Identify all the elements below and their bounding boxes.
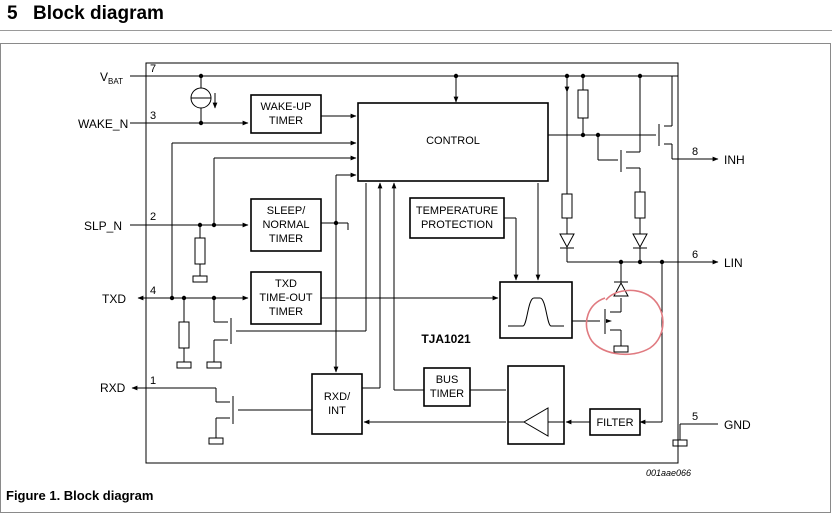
bus-timer-block: BUS TIMER bbox=[423, 367, 471, 407]
pin-gnd: GND 5 bbox=[692, 411, 751, 432]
svg-text:BUS: BUS bbox=[436, 374, 459, 386]
svg-text:8: 8 bbox=[692, 146, 698, 158]
svg-text:RXD: RXD bbox=[100, 381, 126, 395]
section-heading: 5 Block diagram bbox=[7, 3, 164, 25]
figure-frame bbox=[0, 43, 831, 513]
svg-text:5: 5 bbox=[692, 411, 698, 423]
svg-text:GND: GND bbox=[724, 418, 751, 432]
txd-timeout-timer-block: TXD TIME-OUT TIMER bbox=[250, 271, 322, 325]
slope-control-block bbox=[499, 281, 573, 339]
chip-outline bbox=[145, 62, 679, 464]
pin-inh: INH 8 bbox=[692, 146, 745, 167]
svg-text:6: 6 bbox=[692, 249, 698, 261]
svg-text:FILTER: FILTER bbox=[596, 417, 633, 429]
pin-wake-n: WAKE_N 3 bbox=[78, 110, 156, 131]
svg-text:INT: INT bbox=[328, 405, 346, 417]
lin-driver-diode bbox=[613, 281, 629, 297]
svg-text:4: 4 bbox=[150, 285, 156, 297]
heading-rule bbox=[0, 30, 832, 31]
svg-text:TIMER: TIMER bbox=[269, 115, 303, 127]
wake-up-timer-block: WAKE-UP TIMER bbox=[250, 94, 322, 134]
svg-text:TXD: TXD bbox=[102, 292, 126, 306]
txd-pullup-resistor bbox=[178, 321, 190, 349]
svg-text:TXD: TXD bbox=[275, 278, 297, 290]
svg-text:TIME-OUT: TIME-OUT bbox=[259, 292, 312, 304]
pin-txd: TXD 4 bbox=[102, 285, 156, 306]
section-title: Block diagram bbox=[33, 3, 164, 24]
svg-text:CONTROL: CONTROL bbox=[426, 135, 480, 147]
chip-name-label: TJA1021 bbox=[421, 332, 471, 346]
drawing-id: 001aae066 bbox=[646, 468, 691, 478]
control-block: CONTROL bbox=[357, 102, 549, 182]
svg-text:WAKE_N: WAKE_N bbox=[78, 117, 128, 131]
current-source-symbol bbox=[190, 87, 212, 109]
lin-slave-resistor bbox=[561, 193, 573, 219]
svg-text:3: 3 bbox=[150, 110, 156, 122]
slp-pulldown-resistor bbox=[194, 237, 206, 265]
lin-master-resistor bbox=[634, 191, 646, 219]
section-number: 5 bbox=[7, 3, 18, 24]
sleep-normal-timer-block: SLEEP/ NORMAL TIMER bbox=[250, 198, 322, 252]
svg-text:SLEEP/: SLEEP/ bbox=[267, 205, 306, 217]
svg-text:TIMER: TIMER bbox=[269, 233, 303, 245]
svg-text:NORMAL: NORMAL bbox=[262, 219, 309, 231]
pin-vbat: VBAT 7 bbox=[100, 63, 156, 86]
svg-text:1: 1 bbox=[150, 375, 156, 387]
svg-text:RXD/: RXD/ bbox=[324, 391, 351, 403]
pin-slp-n: SLP_N 2 bbox=[84, 211, 156, 233]
svg-text:INH: INH bbox=[724, 153, 745, 167]
svg-text:TEMPERATURE: TEMPERATURE bbox=[416, 205, 498, 217]
pin-vbat-label: VBAT bbox=[100, 70, 123, 86]
svg-text:2: 2 bbox=[150, 211, 156, 223]
svg-text:TIMER: TIMER bbox=[269, 306, 303, 318]
pin-vbat-number: 7 bbox=[150, 63, 156, 75]
svg-text:SLP_N: SLP_N bbox=[84, 219, 122, 233]
highlight-circle bbox=[585, 289, 664, 356]
lin-diode-right bbox=[632, 233, 648, 249]
svg-text:TIMER: TIMER bbox=[430, 388, 464, 400]
rxd-int-block: RXD/ INT bbox=[311, 373, 363, 435]
inh-resistor bbox=[577, 89, 589, 119]
svg-text:WAKE-UP: WAKE-UP bbox=[261, 101, 312, 113]
svg-text:LIN: LIN bbox=[724, 256, 743, 270]
svg-text:PROTECTION: PROTECTION bbox=[421, 219, 493, 231]
receiver-block bbox=[507, 365, 565, 445]
pin-lin: LIN 6 bbox=[692, 249, 743, 270]
figure-caption: Figure 1. Block diagram bbox=[6, 488, 154, 503]
lin-diode-left bbox=[559, 233, 575, 249]
temperature-protection-block: TEMPERATURE PROTECTION bbox=[409, 197, 505, 239]
filter-block: FILTER bbox=[589, 408, 641, 436]
pin-rxd: RXD 1 bbox=[100, 375, 156, 395]
